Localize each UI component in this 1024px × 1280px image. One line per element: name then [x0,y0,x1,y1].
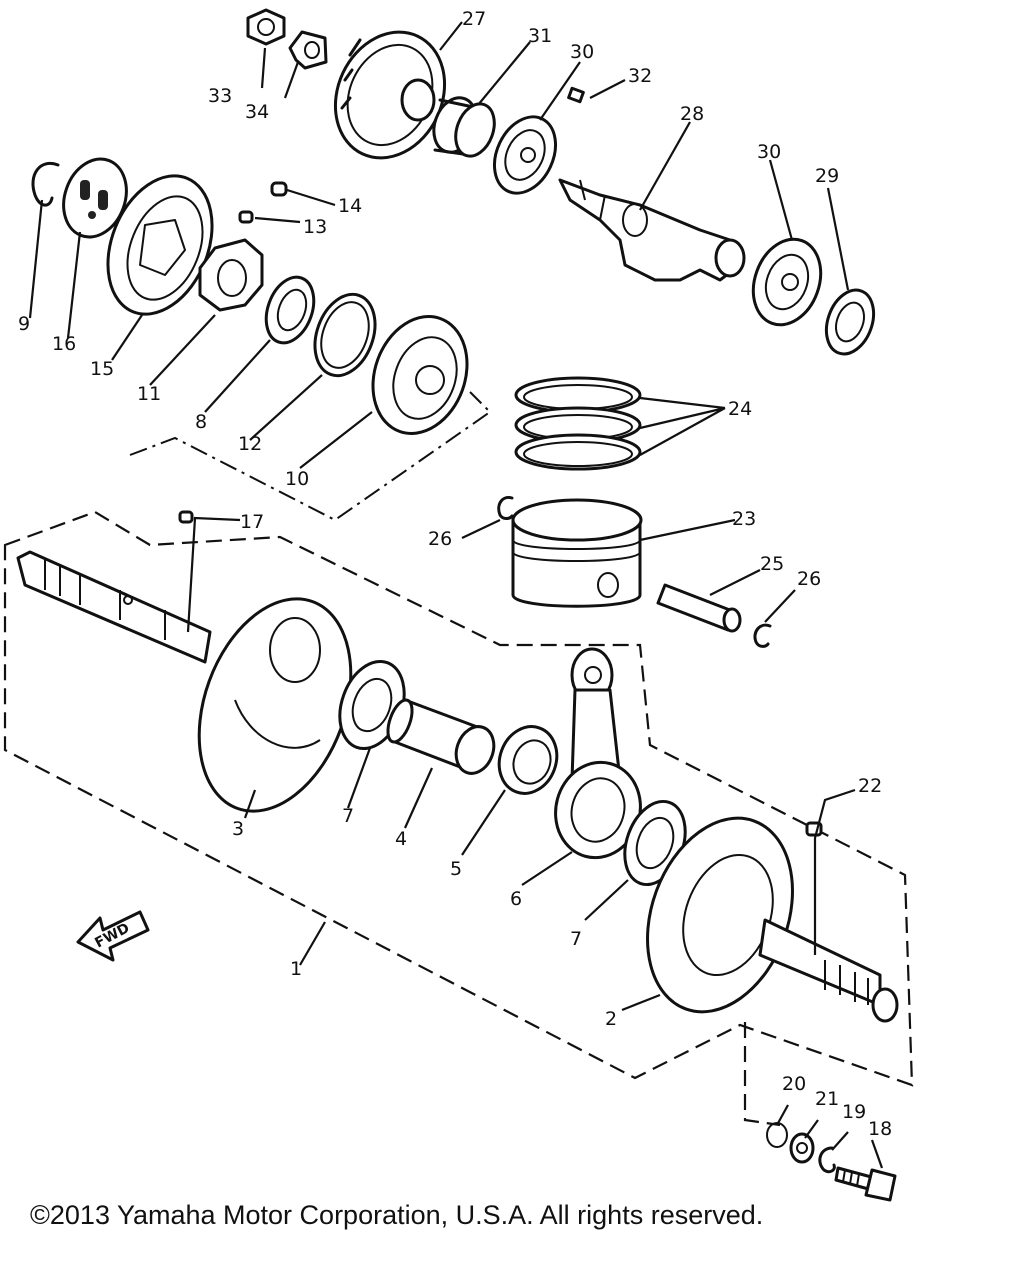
callout-6: 6 [510,888,522,910]
circlip [31,161,60,207]
piston-pin-clip-right [753,623,772,648]
callout-30-top: 30 [570,41,594,63]
balancer-shaft [558,178,746,282]
needle-bearing [497,725,559,795]
callout-19: 19 [842,1101,866,1123]
callout-24: 24 [728,398,752,420]
connecting-rod [554,647,642,860]
crank-pin [386,698,496,775]
callout-29: 29 [815,165,839,187]
callout-34: 34 [245,101,269,123]
one-way-clutch [198,238,264,312]
bolt [834,1166,897,1202]
callout-21: 21 [815,1088,839,1110]
bearing-right [751,237,823,327]
callout-23: 23 [732,508,756,530]
nut [246,8,286,46]
main-bearing [371,315,469,435]
callout-9: 9 [18,313,30,335]
callout-25: 25 [760,553,784,575]
piston-pin [656,583,742,633]
crankshaft-right [646,816,899,1023]
leader-lines [28,21,884,1169]
crank-assembly-outline [3,391,914,1127]
callout-31: 31 [528,25,552,47]
copyright-notice: ©2013 Yamaha Motor Corporation, U.S.A. A… [30,1200,764,1230]
bearing-upper [493,115,557,195]
callout-numbers: 1 2 3 4 5 6 7 7 8 9 10 11 12 13 14 15 16… [18,8,892,1140]
starter-driven-gear [333,30,447,160]
o-ring [766,1122,788,1148]
woodruff-key [178,510,194,524]
dowel-pin [270,181,288,197]
callout-18: 18 [868,1118,892,1140]
callout-14: 14 [338,195,362,217]
key [567,86,585,104]
callout-4: 4 [395,828,407,850]
callout-20: 20 [782,1073,806,1095]
lock-washer [288,30,328,70]
callout-8: 8 [195,411,207,433]
pin-small [238,210,254,224]
callout-12: 12 [238,433,262,455]
callout-27: 27 [462,8,486,30]
collar [432,96,496,158]
callout-26-left: 26 [428,528,452,550]
spring-washer [818,1146,836,1174]
callout-17: 17 [240,511,264,533]
callout-22: 22 [858,775,882,797]
oil-seal [824,288,876,356]
callout-1: 1 [290,958,302,980]
plain-washer [789,1132,815,1164]
callout-11: 11 [137,383,161,405]
plate [62,157,128,239]
callout-7-left: 7 [342,805,354,827]
callout-28: 28 [680,103,704,125]
callout-30-right: 30 [757,141,781,163]
starter-wheel-gear [106,174,214,316]
callout-16: 16 [52,333,76,355]
callout-33: 33 [208,85,232,107]
callout-13: 13 [303,216,327,238]
callout-32: 32 [628,65,652,87]
callout-26-right: 26 [797,568,821,590]
piston [511,498,643,608]
callout-7-right: 7 [570,928,582,950]
piston-rings [514,376,642,471]
crankshaft-left [16,550,353,813]
fwd-arrow-icon: FWD [76,910,150,962]
spacer [264,275,316,345]
callout-5: 5 [450,858,462,880]
callout-10: 10 [285,468,309,490]
callout-2: 2 [605,1008,617,1030]
piston-pin-clip-left [497,495,514,520]
callout-3: 3 [232,818,244,840]
callout-15: 15 [90,358,114,380]
shim [313,292,377,378]
